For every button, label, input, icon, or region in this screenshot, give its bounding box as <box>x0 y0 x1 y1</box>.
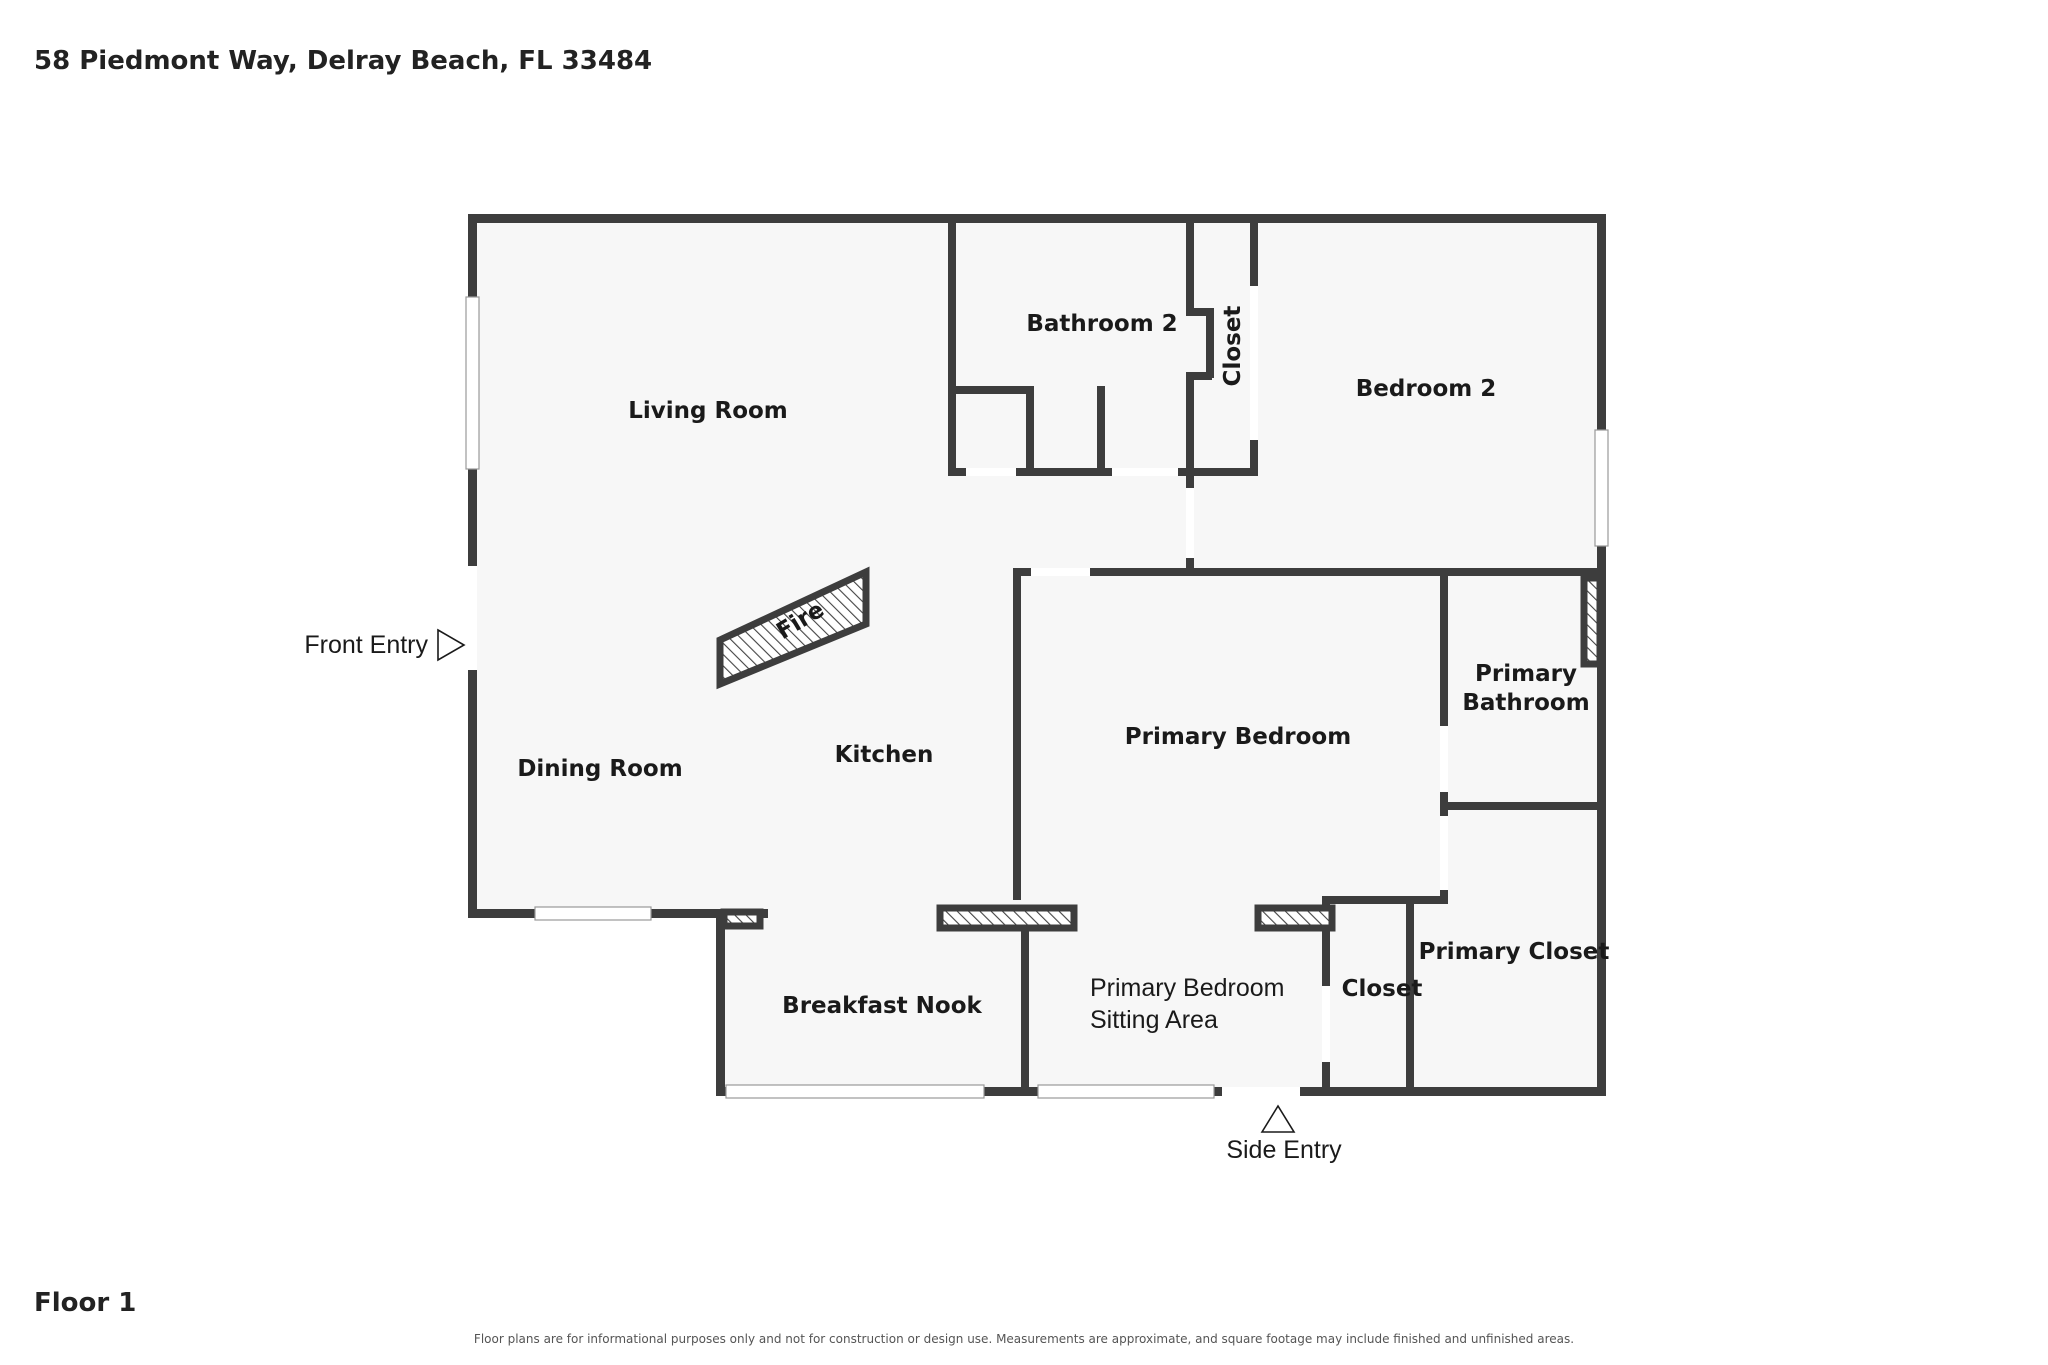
kitchen-counter-hatch <box>936 904 1078 932</box>
room-living-room: Living Room <box>628 398 788 424</box>
door-side-entry <box>1222 1087 1300 1096</box>
window-nook <box>725 1084 985 1099</box>
door-bath2-a <box>966 468 1016 476</box>
wall-bath2-inner-top <box>948 386 1034 394</box>
wall-closet-jog-top <box>1186 308 1212 316</box>
side-entry-label: Side Entry <box>1226 1136 1342 1164</box>
room-closet: Closet <box>1342 976 1423 1002</box>
room-sitting-area-line1: Primary Bedroom <box>1090 974 1285 1002</box>
window-dining <box>534 906 652 921</box>
wall-top <box>468 214 1606 223</box>
wall-closet-jog-bottom <box>1186 372 1212 380</box>
front-entry-arrow <box>437 628 466 662</box>
door-primary-closet <box>1440 816 1448 890</box>
room-primary-bathroom-line2: Bathroom <box>1462 690 1589 716</box>
side-entry-arrow <box>1260 1104 1296 1133</box>
wall-bath2-divider <box>1097 386 1105 476</box>
room-breakfast-nook: Breakfast Nook <box>782 993 982 1019</box>
wall-closet-left-top <box>1186 214 1194 314</box>
wall-bed2-left-bottom <box>1186 558 1194 576</box>
window-living-left <box>465 296 480 470</box>
room-bedroom-2: Bedroom 2 <box>1356 376 1497 402</box>
room-kitchen: Kitchen <box>835 742 934 768</box>
wall-closet-right-top <box>1250 214 1258 286</box>
property-address: 58 Piedmont Way, Delray Beach, FL 33484 <box>34 46 653 76</box>
floor-label: Floor 1 <box>34 1288 137 1318</box>
wall-primary-left <box>1013 568 1021 900</box>
door-primary-bedroom <box>1031 568 1090 576</box>
door-bath2-b <box>1112 468 1178 476</box>
wall-nook-left <box>716 909 725 1096</box>
door-primary-bath <box>1440 726 1448 792</box>
wall-pbath-left-bottom <box>1440 792 1448 810</box>
wall-pbath-bottom <box>1440 802 1606 810</box>
window-sitting <box>1037 1084 1215 1099</box>
sitting-counter-hatch <box>1254 904 1336 932</box>
window-bedroom2 <box>1594 429 1609 547</box>
room-closet-vertical: Closet <box>1220 306 1246 387</box>
wall-bath2-left <box>948 214 956 476</box>
wall-primary-top <box>1090 568 1606 576</box>
door-closet <box>1322 986 1330 1062</box>
wall-primary-top-left <box>1013 568 1031 576</box>
disclaimer: Floor plans are for informational purpos… <box>473 1332 1575 1346</box>
wall-nook-divider <box>1021 922 1029 1096</box>
fireplace-hatch <box>716 566 870 690</box>
room-bathroom-2: Bathroom 2 <box>1026 311 1177 337</box>
room-primary-bathroom-line1: Primary <box>1475 661 1577 687</box>
nook-wall-hatch <box>720 908 764 930</box>
wall-closet-left-bottom <box>1186 372 1194 476</box>
door-bedroom2 <box>1186 488 1194 558</box>
room-primary-closet: Primary Closet <box>1419 939 1610 965</box>
door-front-entry <box>468 566 477 670</box>
floor-area <box>476 220 1600 1090</box>
wall-closet-left-end <box>1322 1062 1330 1096</box>
wall-pbath-left-low <box>1440 810 1448 816</box>
wall-pcloset-top <box>1326 896 1448 904</box>
wall-closet-jog <box>1206 308 1214 378</box>
wall-pbath-left-top <box>1440 568 1448 726</box>
door-closet-bed2 <box>1250 286 1258 440</box>
wall-closet-right-bottom <box>1250 440 1258 476</box>
front-entry-label: Front Entry <box>304 631 428 659</box>
pbath-shelf-hatch <box>1580 574 1604 668</box>
wall-bed2-left-top <box>1186 476 1194 488</box>
wall-bath2-inner-right <box>1026 386 1034 476</box>
room-dining-room: Dining Room <box>517 756 682 782</box>
room-primary-bedroom: Primary Bedroom <box>1125 724 1351 750</box>
wall-pcloset-left <box>1406 896 1414 1096</box>
room-sitting-area-line2: Sitting Area <box>1090 1006 1218 1034</box>
wall-closet-left <box>1322 896 1330 986</box>
